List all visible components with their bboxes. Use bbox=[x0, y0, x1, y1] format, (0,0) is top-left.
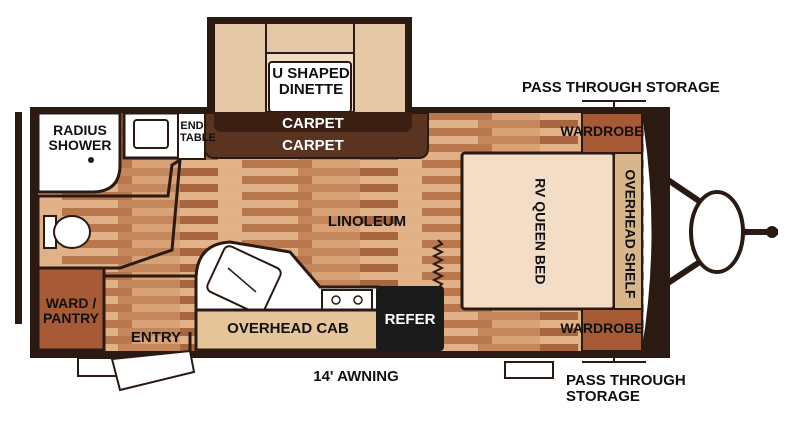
label-wardrobe-bottom: WARDROBE bbox=[560, 320, 644, 336]
label-end-table: END TABLE bbox=[180, 120, 216, 145]
refrigerator-vent bbox=[431, 239, 445, 289]
rear-bumper bbox=[15, 112, 22, 324]
label-awning: 14' AWNING bbox=[313, 368, 399, 385]
entry-door bbox=[110, 349, 196, 392]
label-rv-queen-bed: RV QUEEN BED bbox=[532, 178, 549, 285]
label-overhead-cab: OVERHEAD CAB bbox=[227, 320, 349, 337]
refrigerator bbox=[376, 286, 444, 351]
dinette-seat-right bbox=[353, 22, 407, 114]
label-u-shaped-dinette: U SHAPED DINETTE bbox=[272, 65, 350, 98]
label-pass-through-top: PASS THROUGH STORAGE bbox=[522, 79, 720, 96]
bath-sink bbox=[133, 119, 169, 149]
label-ward-pantry: WARD / PANTRY bbox=[43, 295, 99, 326]
label-overhead-shelf: OVERHEAD SHELF bbox=[622, 169, 639, 299]
wardrobe-bottom bbox=[581, 308, 643, 352]
stove-cooktop bbox=[321, 289, 373, 311]
label-entry: ENTRY bbox=[130, 329, 182, 346]
label-carpet-lower: CARPET bbox=[282, 137, 344, 154]
ward-pantry bbox=[36, 266, 106, 352]
dinette-seat-left bbox=[213, 22, 267, 114]
toilet bbox=[43, 215, 91, 249]
dinette-seat-back bbox=[265, 22, 355, 54]
label-linoleum: LINOLEUM bbox=[327, 213, 407, 230]
radius-shower bbox=[36, 111, 122, 194]
propane-tank bbox=[689, 190, 745, 274]
wardrobe-top bbox=[581, 112, 643, 154]
shower-drain bbox=[88, 157, 94, 163]
label-carpet-upper: CARPET bbox=[282, 115, 344, 132]
hitch-tongue bbox=[666, 177, 778, 286]
label-radius-shower: RADIUS SHOWER bbox=[48, 122, 112, 153]
pass-through-bottom-marker bbox=[582, 352, 646, 363]
pass-through-top-marker bbox=[582, 100, 646, 111]
kitchen-sink bbox=[206, 245, 282, 315]
front-nose bbox=[641, 112, 657, 352]
awning-bracket bbox=[504, 361, 554, 379]
label-refer: REFER bbox=[384, 311, 436, 328]
label-wardrobe-top: WARDROBE bbox=[560, 123, 644, 139]
label-pass-through-bottom: PASS THROUGH STORAGE bbox=[566, 372, 686, 405]
end-table bbox=[177, 112, 206, 160]
